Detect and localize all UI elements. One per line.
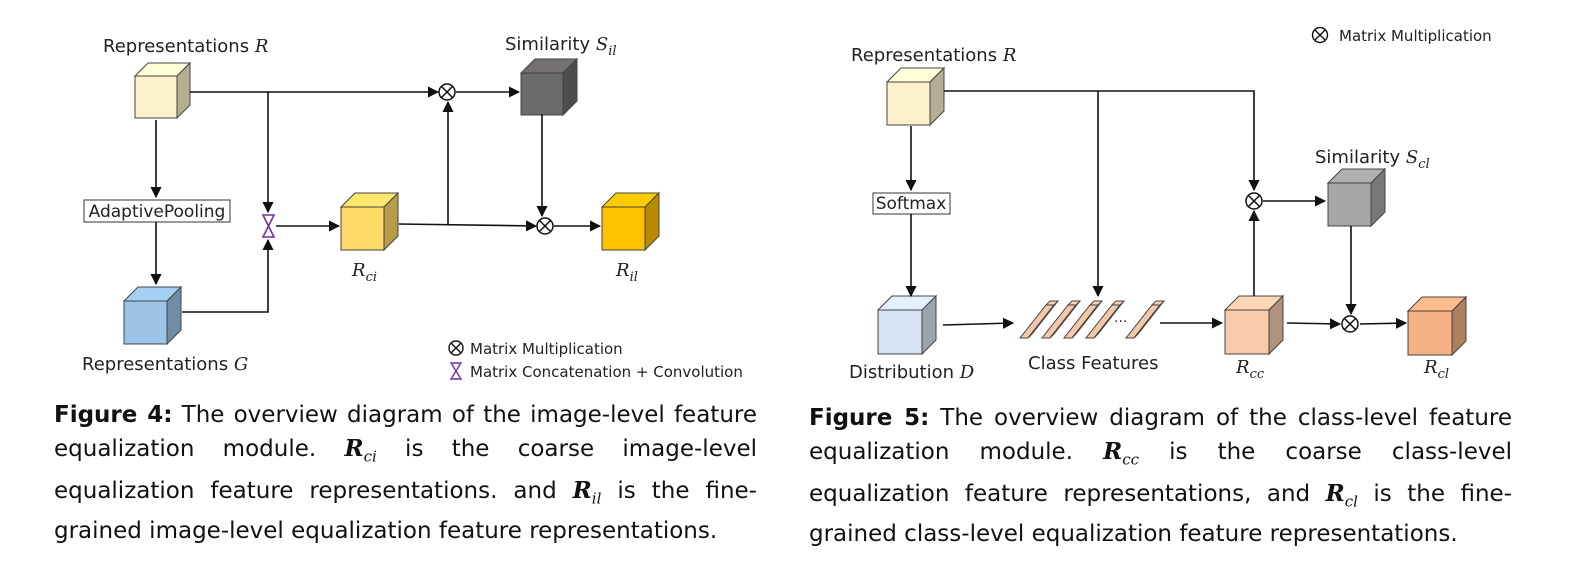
figure-4-legend: Matrix Multiplication Matrix Concatenati… <box>448 340 743 381</box>
label-distribution-d: Distribution D <box>849 362 975 383</box>
figure-4-caption: Figure 4: The overview diagram of the im… <box>54 402 757 545</box>
cube-front-face <box>886 81 931 126</box>
cube-representations-r <box>885 66 946 127</box>
cube-rcc <box>1223 294 1285 356</box>
cube-front-face <box>123 300 168 345</box>
label-class-features: Class Features <box>1028 353 1158 374</box>
cube-front-face <box>601 206 646 251</box>
cube-representations-g <box>122 285 183 346</box>
legend-matrix-multiplication: Matrix Multiplication <box>470 340 623 358</box>
cube-front-face <box>877 309 923 355</box>
multiply-legend-icon <box>1311 26 1329 44</box>
figure-5-legend: Matrix Multiplication <box>1311 26 1492 45</box>
label-similarity-sil: Similarity Sil <box>505 34 617 59</box>
bar-top-face <box>1150 300 1166 306</box>
cube-front-face <box>134 75 178 119</box>
cube-front-face <box>340 206 385 251</box>
bar-top-face <box>1110 300 1126 306</box>
concat-conv-operator-icon <box>261 214 276 238</box>
legend-matrix-multiplication: Matrix Multiplication <box>1339 27 1492 45</box>
bar-front-face <box>1124 304 1162 339</box>
class-feature-bar <box>1084 300 1126 339</box>
class-feature-bar <box>1018 300 1060 339</box>
adaptive-pooling-box <box>83 199 231 223</box>
cube-distribution-d <box>876 294 938 356</box>
figure-4-diagram: Representations R Similarity Sil Adaptiv… <box>82 34 743 381</box>
multiply-legend-icon <box>448 340 464 356</box>
legend-matrix-concatenation: Matrix Concatenation + Convolution <box>470 363 743 381</box>
bar-side-face <box>1133 300 1165 339</box>
adaptive-pooling-label: AdaptivePooling <box>89 202 226 222</box>
bar-top-face <box>1066 300 1082 306</box>
figure-5-diagram: Representations R Matrix Multiplication … <box>849 26 1492 383</box>
class-feature-bar <box>1062 300 1104 339</box>
label-rcc: Rcc <box>1235 357 1265 382</box>
label-similarity-scl: Similarity Scl <box>1315 147 1430 172</box>
cube-rci <box>339 191 400 252</box>
cube-front-face <box>1327 182 1372 227</box>
multiply-operator-icon <box>1341 315 1359 333</box>
cube-ril <box>600 191 661 252</box>
figure-5-caption: Figure 5: The overview diagram of the cl… <box>809 405 1512 548</box>
label-ril: Ril <box>615 260 638 285</box>
figure-4-connectors <box>150 86 602 313</box>
softmax-label: Softmax <box>876 194 947 214</box>
label-representations-g: Representations G <box>82 354 248 375</box>
cube-rcl <box>1406 295 1468 357</box>
bar-top-face <box>1088 300 1104 306</box>
label-representations-r: Representations R <box>851 45 1016 66</box>
figure-5-connectors <box>905 90 1408 330</box>
cube-front-face <box>520 72 564 116</box>
cube-similarity-scl <box>1326 167 1387 228</box>
figure-4-caption-prefix: Figure 4: <box>54 402 173 428</box>
multiply-operator-icon <box>536 217 554 235</box>
cube-representations-r <box>133 61 192 120</box>
cube-front-face <box>1224 309 1270 355</box>
multiply-operator-icon <box>1245 192 1263 210</box>
concat-legend-icon <box>449 362 463 380</box>
label-representations-r: Representations R <box>103 36 268 57</box>
cube-similarity-sil <box>519 57 579 117</box>
class-features-ellipsis: ... <box>1114 310 1127 326</box>
cube-front-face <box>1407 310 1453 356</box>
label-rcl: Rcl <box>1423 357 1449 382</box>
class-features-bars: ... <box>1018 300 1166 339</box>
class-feature-bar <box>1124 300 1166 339</box>
multiply-operator-icon <box>438 83 456 101</box>
label-rci: Rci <box>351 260 377 285</box>
class-feature-bar <box>1040 300 1082 339</box>
figure-5-caption-prefix: Figure 5: <box>809 405 930 431</box>
bar-top-face <box>1044 300 1060 306</box>
